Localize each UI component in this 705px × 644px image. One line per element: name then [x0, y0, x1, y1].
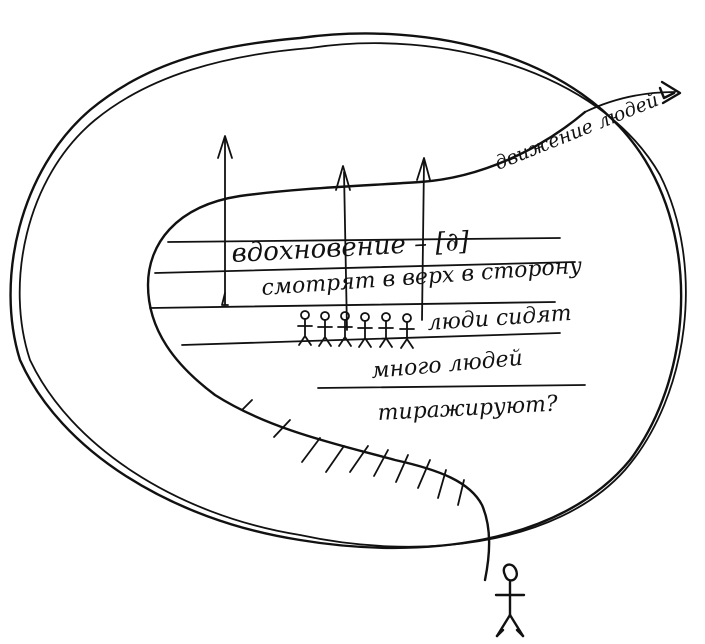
label-people-sit: люди сидят [427, 301, 573, 336]
label-many-people: много людей [370, 346, 523, 384]
row-line-4 [182, 333, 560, 345]
person-figure-icon [298, 311, 414, 348]
label-people-movement: движение людей [492, 89, 662, 175]
arrow-up-icon [218, 136, 232, 305]
person-figure-icon [496, 565, 524, 636]
row-line-5 [318, 385, 585, 388]
label-inspiration: вдохновение – [∂] [231, 227, 471, 269]
label-replicate: тиражируют? [377, 392, 559, 426]
